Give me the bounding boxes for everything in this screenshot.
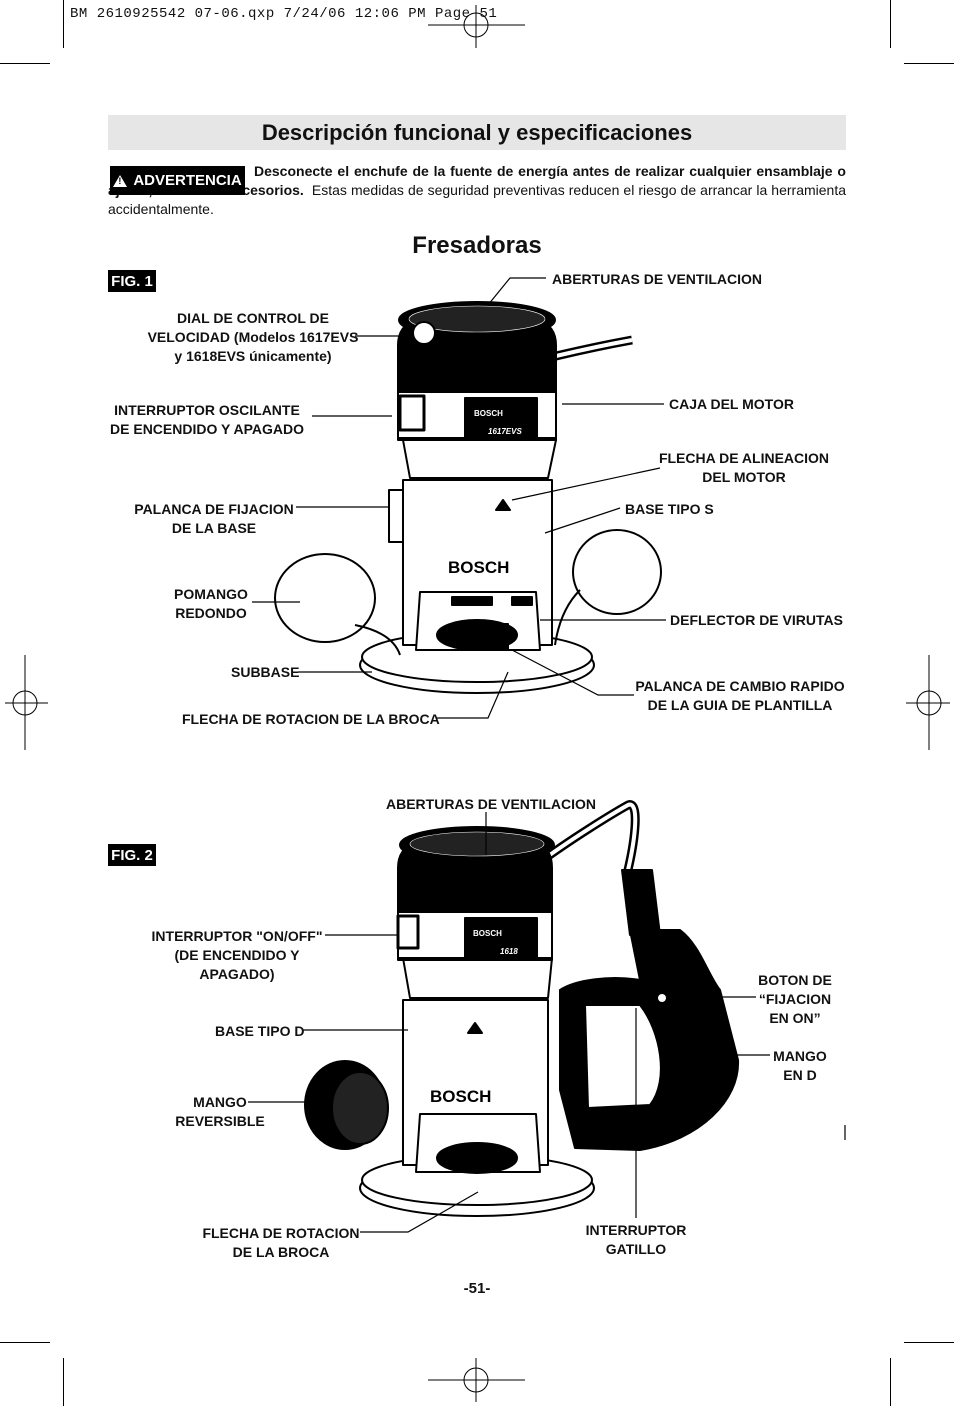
callout-alignment-arrow: FLECHA DE ALINEACION DEL MOTOR <box>658 450 830 485</box>
page-number: -51- <box>463 1280 491 1297</box>
page-title: Descripción funcional y especificaciones <box>108 115 846 150</box>
callout-subbase: SUBBASE <box>231 664 300 680</box>
callout-reversible-handle: MANGO REVERSIBLE <box>175 1094 265 1129</box>
callout-d-handle: MANGO EN D <box>773 1048 827 1083</box>
fig1-model: 1617EVS <box>488 427 522 436</box>
registration-mark <box>5 5 950 1402</box>
crop-mark <box>904 63 954 64</box>
callout-ventilation: ABERTURAS DE VENTILACION <box>552 271 763 287</box>
callout-rotation-arrow-2: FLECHA DE ROTACION DE LA BROCA <box>202 1225 360 1260</box>
crop-mark <box>0 1342 50 1343</box>
callout-trigger: INTERRUPTOR GATILLO <box>585 1222 687 1257</box>
callout-ventilation-2: ABERTURAS DE VENTILACION <box>386 796 597 812</box>
callout-speed-dial: DIAL DE CONTROL DE VELOCIDAD (Modelos 16… <box>147 310 359 364</box>
warning-badge-label: ADVERTENCIA <box>133 172 242 189</box>
warning-text: Estas medidas de seguridad preventivas r… <box>108 182 846 217</box>
print-slug: BM 2610925542 07-06.qxp 7/24/06 12:06 PM… <box>70 6 498 22</box>
fig1-label: FIG. 1 <box>108 270 156 292</box>
warning-icon <box>113 174 128 187</box>
callout-clamp-lever: PALANCA DE FIJACION DE LA BASE <box>134 501 294 536</box>
fig2-brand: BOSCH <box>430 1087 491 1106</box>
fig1-leader-lines <box>252 277 666 719</box>
fig2-label: FIG. 2 <box>108 844 156 866</box>
crop-mark <box>890 1358 891 1406</box>
fig2-motor-brand: BOSCH <box>473 929 502 938</box>
fig2-model: 1618 <box>500 947 518 956</box>
callout-motor-housing: CAJA DEL MOTOR <box>669 396 794 412</box>
crop-mark <box>63 0 64 48</box>
crop-mark <box>63 1358 64 1406</box>
callout-base-s: BASE TIPO S <box>625 501 714 517</box>
callout-lock-button: BOTON DE “FIJACION EN ON” <box>758 972 832 1026</box>
callout-rocker-switch: INTERRUPTOR OSCILANTE DE ENCENDIDO Y APA… <box>110 402 304 437</box>
callout-template-lever: PALANCA DE CAMBIO RAPIDO DE LA GUIA DE P… <box>635 678 845 713</box>
callout-on-off-switch: INTERRUPTOR "ON/OFF" (DE ENCENDIDO Y APA… <box>151 928 323 982</box>
warning-badge: ADVERTENCIA <box>110 166 245 195</box>
fig1-motor-brand: BOSCH <box>474 409 503 418</box>
fig1-brand: BOSCH <box>448 558 509 577</box>
crop-mark <box>890 0 891 48</box>
section-title: Fresadoras <box>412 232 542 259</box>
crop-mark <box>904 1342 954 1343</box>
fig2-router-illustration <box>304 800 740 1217</box>
callout-chip-deflector: DEFLECTOR DE VIRUTAS <box>670 612 843 628</box>
callout-base-d: BASE TIPO D <box>215 1023 305 1039</box>
fig2-leader-lines <box>248 812 846 1233</box>
fig1-router-illustration <box>274 301 662 694</box>
crop-mark <box>0 63 50 64</box>
callout-rotation-arrow: FLECHA DE ROTACION DE LA BROCA <box>182 711 440 727</box>
callout-knob: POMANGO REDONDO <box>174 586 248 621</box>
